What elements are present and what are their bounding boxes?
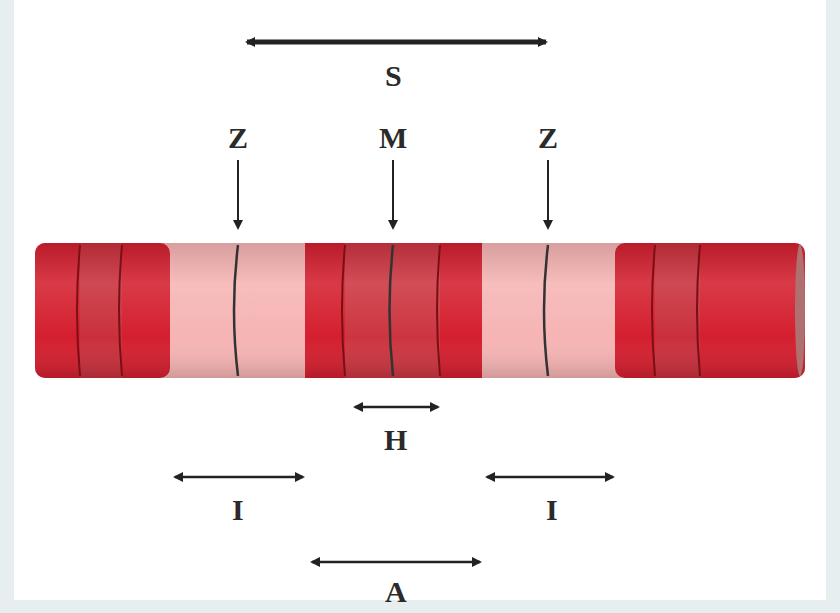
dimension-arrow (487, 476, 613, 479)
band-label: I (232, 495, 244, 525)
band-label: S (385, 61, 402, 91)
dimension-arrow (355, 406, 438, 409)
dimension-arrow (312, 561, 480, 564)
m-line (390, 245, 394, 376)
band-label: A (385, 577, 407, 607)
pointer-arrow (237, 160, 239, 228)
myofibril (35, 243, 805, 378)
pointer-arrow (392, 160, 394, 228)
band-label: Z (538, 123, 558, 153)
panel (14, 0, 826, 600)
band-label: H (384, 425, 407, 455)
band-label: M (379, 123, 407, 153)
dimension-arrow (247, 40, 546, 45)
z-line (544, 245, 548, 376)
dimension-arrow (175, 476, 303, 479)
z-line (234, 245, 238, 376)
band-label: Z (228, 123, 248, 153)
band-label: I (546, 495, 558, 525)
pointer-arrow (547, 160, 549, 228)
